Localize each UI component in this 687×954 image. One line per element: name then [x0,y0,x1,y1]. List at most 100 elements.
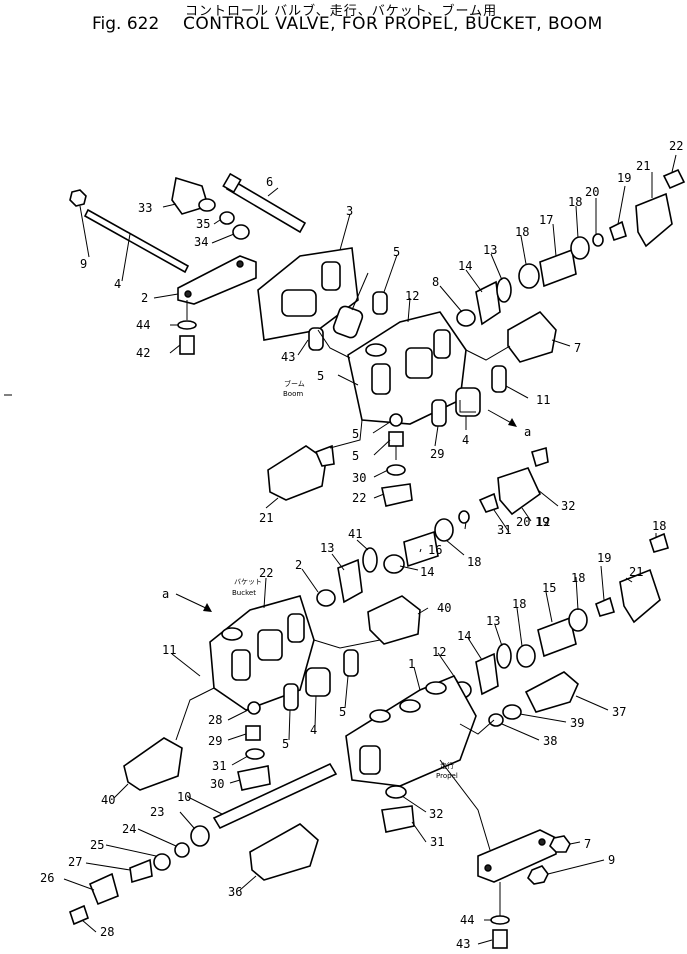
callout-5: 5 [339,705,346,719]
callout-21: 21 [629,565,643,579]
callout-34: 34 [194,235,208,249]
callout-5: 5 [352,449,359,463]
callout-29: 29 [430,447,444,461]
callout-36: 36 [228,885,242,899]
callout-5: 5 [352,427,359,441]
callout-8: 8 [432,275,439,289]
callout-22: 22 [352,491,366,505]
callout-18: 18 [512,597,526,611]
callout-9: 9 [608,853,615,867]
callout-11: 11 [536,393,550,407]
japanese-title: コントロール バルブ、走行、バケット、ブーム用 [185,4,498,19]
callout-14: 14 [458,259,472,273]
plate-14-bucket [337,558,363,604]
ring-39 [502,704,522,720]
cap-21-lower [619,568,661,624]
callout-19: 19 [597,551,611,565]
spring-30-upper [388,431,404,447]
callout-7: 7 [584,837,591,851]
seat-18-upper [518,263,540,289]
bracket-7-upper [177,255,257,305]
callout-17: 17 [539,213,553,227]
callout-12: 12 [432,645,446,659]
plate-14-upper [475,280,501,326]
callout-3: 3 [346,204,353,218]
ring-38 [488,713,504,727]
bolt-28 [69,904,89,926]
retainer-13-upper [496,277,512,303]
callout-12: 12 [536,515,550,529]
oring-32-upper [386,464,406,476]
rod-6 [222,172,307,234]
callout-16: 16 [428,543,442,557]
oring-5-c [431,399,447,427]
nut-9-lower [527,865,549,885]
oring-31 [245,748,265,760]
seal-23 [190,825,210,847]
plug-33 [171,176,216,215]
callout-38: 38 [543,734,557,748]
bolt-43-lower [492,929,508,949]
figure-title: CONTROL VALVE, FOR PROPEL, BUCKET, BOOM [183,14,603,34]
bracket-7-lower [477,829,557,883]
callout-15: 15 [542,581,556,595]
seat-18-bucket [383,554,405,574]
spring-15 [537,616,577,658]
ring-20-mid [458,510,470,524]
callout-13: 13 [320,541,334,555]
callout-18: 18 [515,225,529,239]
callout-22: 22 [669,139,683,153]
propel-label: Propel [436,772,458,780]
callout-40: 40 [437,601,451,615]
ring-24 [174,842,190,858]
retainer-13-propel [496,643,512,669]
callout-30: 30 [210,777,224,791]
nut-7-lower [549,835,571,853]
callout-2: 2 [141,291,148,305]
callout-12: 12 [405,289,419,303]
seat-18-d [516,644,536,668]
callout-5: 5 [282,737,289,751]
callout-23: 23 [150,805,164,819]
spool-10 [212,762,338,830]
bucket-label-jp: バケット [234,578,262,586]
callout-18: 18 [652,519,666,533]
ring-20-upper [592,233,604,247]
callout-19: 19 [535,515,549,529]
callout-22: 22 [259,566,273,580]
washer-44-lower [490,915,510,925]
callout-21: 21 [259,511,273,525]
cap-21-upper [635,192,673,248]
bolt-19-mid [478,492,499,513]
arrow-label-a-upper: a [524,425,531,439]
callout-41: 41 [348,527,362,541]
callout-2: 2 [295,558,302,572]
callout-19: 19 [617,171,631,185]
callout-44: 44 [460,913,474,927]
callout-6: 6 [266,175,273,189]
plate-27 [129,858,153,884]
spring-17 [539,248,577,288]
oring-5-d [491,365,507,393]
callout-18: 18 [467,555,481,569]
callout-7: 7 [574,341,581,355]
tie-bolt-8 [83,208,190,274]
bolt-43-upper [177,320,197,355]
callout-20: 20 [516,515,530,529]
plug-31-upper [381,483,413,507]
callout-28: 28 [100,925,114,939]
oring-5-b [308,327,324,351]
seal-12-upper [456,309,476,327]
plug-31-lower [381,805,415,833]
callout-14: 14 [457,629,471,643]
bolt-22-lower [649,532,669,553]
ball-29-upper [389,413,403,427]
o-ring-35 [219,211,235,225]
callout-43: 43 [456,937,470,951]
callout-31: 31 [430,835,444,849]
callout-5: 5 [317,369,324,383]
plate-14-propel [475,652,499,696]
callout-31: 31 [497,523,511,537]
valve-housing-3 [257,247,359,341]
propel-label-jp: 走行 [440,761,454,770]
